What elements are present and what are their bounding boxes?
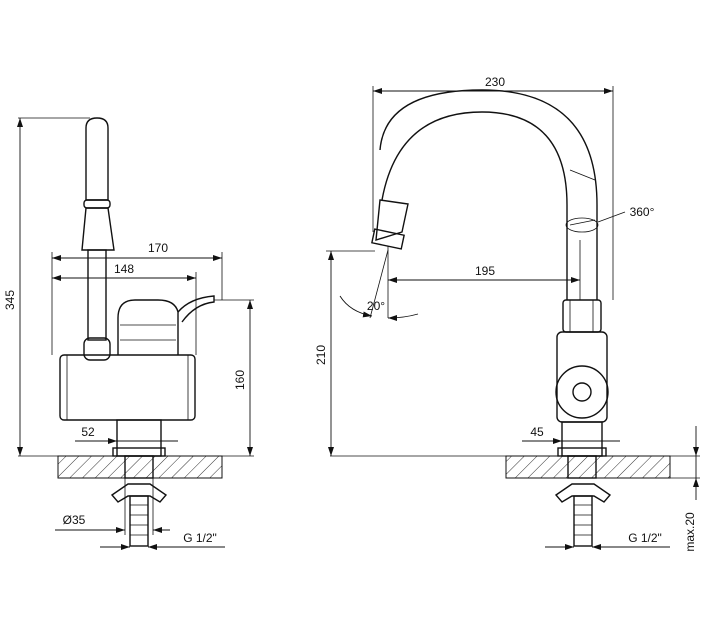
left-view: 345 170 148 160 52	[3, 117, 254, 550]
dim-195: 195	[388, 240, 581, 300]
dim-148: 148	[52, 262, 197, 355]
label-345: 345	[3, 290, 17, 310]
left-countertop	[57, 455, 223, 479]
label-g-left: G 1/2"	[183, 531, 217, 545]
label-20: 20°	[367, 299, 385, 313]
dim-20-angle: 20°	[339, 246, 419, 321]
dim-52: 52	[75, 425, 178, 444]
label-360: 360°	[630, 205, 655, 219]
dim-g-right: G 1/2"	[545, 531, 670, 550]
dim-35: Ø35	[55, 478, 170, 535]
left-faucet-body	[59, 295, 215, 421]
left-lever-handle	[81, 117, 115, 361]
dim-230: 230	[372, 75, 614, 300]
label-170: 170	[148, 241, 168, 255]
dim-170: 170	[51, 241, 223, 355]
label-230: 230	[485, 75, 505, 89]
dim-360: 360°	[597, 205, 655, 223]
dim-160: 160	[214, 299, 254, 457]
dim-max20: max.20	[683, 426, 699, 552]
label-35: Ø35	[63, 513, 86, 527]
left-mount	[110, 419, 168, 547]
label-160: 160	[233, 370, 247, 390]
right-faucet-body	[555, 299, 609, 423]
dim-g-left: G 1/2"	[100, 531, 225, 550]
label-g-right: G 1/2"	[628, 531, 662, 545]
right-view: 230 360° 195 20° 210	[314, 75, 700, 552]
label-52: 52	[81, 425, 95, 439]
dim-45: 45	[522, 425, 620, 444]
label-210: 210	[314, 345, 328, 365]
label-max20: max.20	[683, 512, 697, 552]
right-mount	[554, 421, 612, 547]
label-45: 45	[530, 425, 544, 439]
dim-345: 345	[3, 117, 90, 456]
right-countertop	[505, 455, 671, 479]
dim-210: 210	[314, 250, 375, 456]
label-195: 195	[475, 264, 495, 278]
label-148: 148	[114, 262, 134, 276]
